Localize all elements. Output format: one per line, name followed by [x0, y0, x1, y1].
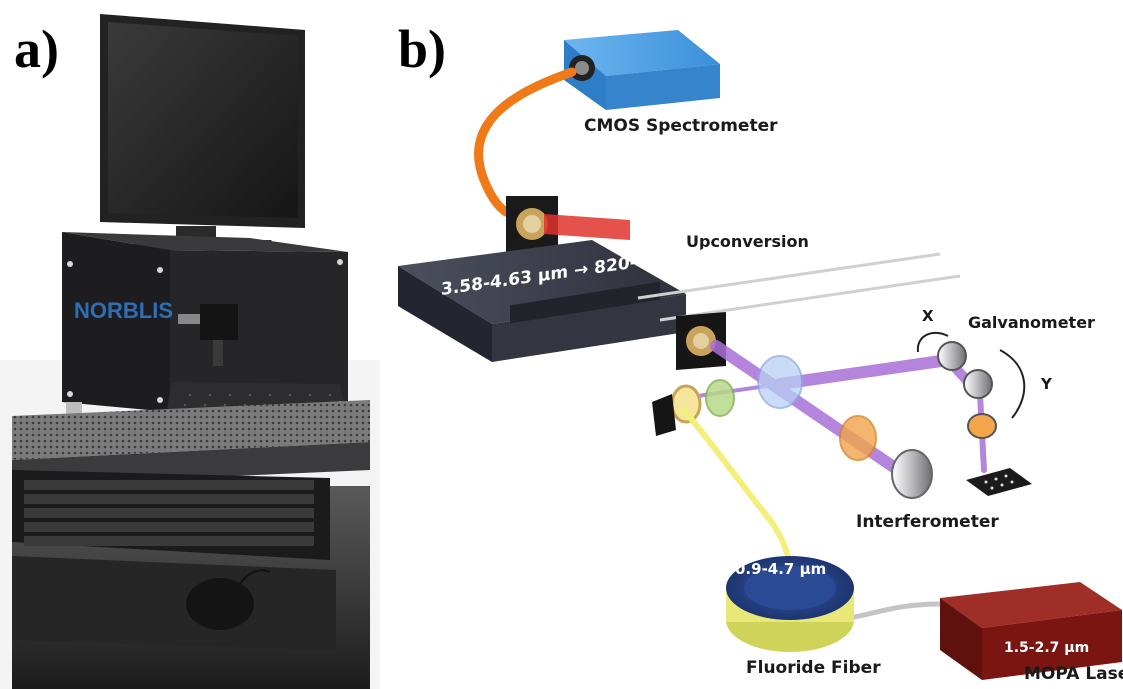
fiber-spool [726, 556, 854, 652]
interferometer-mirror [891, 449, 933, 499]
fluoride-fiber-label: Fluoride Fiber [746, 658, 881, 678]
fiber-range-label: 0.9-4.7 µm [735, 560, 827, 578]
objective-lens [967, 413, 997, 439]
input-coupler-mount [676, 312, 726, 370]
sample-chip [966, 468, 1032, 496]
galvo-mirror-x [937, 341, 967, 371]
orange-filter [839, 415, 877, 461]
brand-logo: NORBLIS [74, 298, 173, 323]
spectrometer-fiber [474, 67, 577, 217]
mouse [186, 578, 254, 630]
output-coupler-mount [506, 196, 558, 252]
upconverted-beam [544, 214, 630, 240]
galvo-mirror-y [963, 369, 993, 399]
laser-range-label: 1.5-2.7 µm [1004, 640, 1090, 656]
instrument-photo: NORBLIS [0, 14, 380, 689]
optical-setup-diagram [398, 30, 1122, 680]
enclosure [62, 232, 348, 426]
panel-a-label: a) [14, 19, 59, 79]
collimator [652, 384, 702, 436]
y-rotation-arrow [999, 349, 1026, 419]
axis-y-label: Y [1041, 375, 1052, 393]
axis-x-label: X [922, 307, 934, 325]
upconversion-label: Upconversion [686, 232, 809, 251]
galvanometer-label: Galvanometer [968, 313, 1095, 332]
panel-b-label: b) [398, 19, 447, 79]
green-lens [705, 379, 735, 417]
beam-splitter [757, 355, 803, 409]
cmos-spectrometer-label: CMOS Spectrometer [584, 116, 778, 136]
upconversion-module [398, 240, 686, 362]
mopa-laser-label: MOPA Laser [1024, 664, 1123, 684]
cmos-spectrometer [564, 30, 720, 110]
mopa-laser [940, 582, 1122, 680]
keyboard [12, 470, 330, 560]
x-rotation-arrow [916, 331, 949, 353]
interferometer-label: Interferometer [856, 512, 999, 532]
monitor [100, 14, 305, 250]
